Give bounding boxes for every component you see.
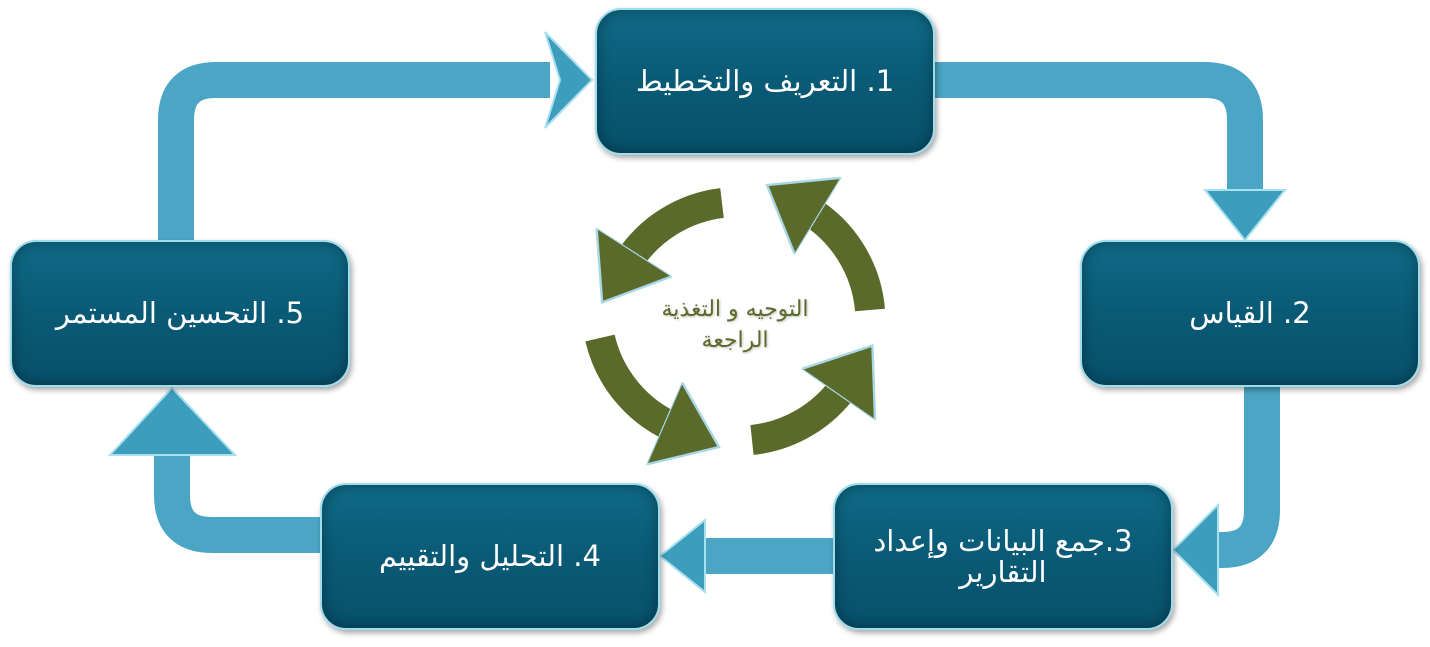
arrowhead-to-5	[107, 386, 238, 456]
step-5-label: 5. التحسين المستمر	[55, 296, 305, 331]
cycle-arrow-top-left	[628, 188, 725, 262]
flow-arrow-5-to-1	[158, 62, 550, 240]
center-line-2: الراجعة	[701, 327, 769, 353]
center-feedback-label: التوجيه و التغذية الراجعة	[620, 295, 850, 357]
arrowhead-to-1	[544, 31, 594, 129]
step-2-label: 2. القياس	[1189, 296, 1311, 331]
center-line-1: التوجيه و التغذية	[661, 297, 809, 322]
flow-arrow-4-to-5	[154, 445, 320, 553]
step-2-box: 2. القياس	[1080, 240, 1420, 387]
arrowhead-to-4	[658, 517, 706, 595]
step-5-box: 5. التحسين المستمر	[10, 240, 350, 387]
cycle-arrow-top-right	[808, 210, 885, 312]
cycle-arrow-bottom-right	[749, 385, 845, 455]
step-4-box: 4. التحليل والتقييم	[320, 483, 660, 630]
step-3-box: 3.جمع البيانات وإعداد التقارير	[833, 483, 1173, 630]
step-1-box: 1. التعريف والتخطيط	[595, 8, 935, 155]
cycle-arrow-bottom-left	[585, 334, 675, 428]
flow-arrow-2-to-3	[1204, 387, 1280, 568]
step-1-label: 1. التعريف والتخطيط	[635, 64, 895, 99]
step-4-label: 4. التحليل والتقييم	[379, 539, 601, 574]
flow-arrow-1-to-2	[935, 62, 1263, 195]
step-3-label: 3.جمع البيانات وإعداد التقارير	[873, 524, 1133, 589]
arrowhead-to-3	[1171, 502, 1219, 598]
arrowhead-to-2	[1202, 189, 1288, 242]
